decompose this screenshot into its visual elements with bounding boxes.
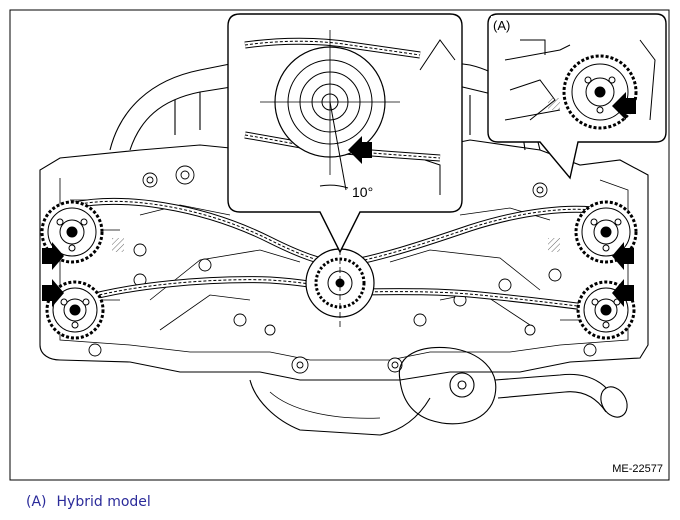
arrow-icon [42,242,64,270]
left-lower-sprocket [45,280,105,340]
water-pump [398,346,628,425]
arrow-icon [348,136,372,164]
arrow-icon [612,92,636,120]
engine-bolts [88,165,597,374]
arrow-icon [612,279,634,307]
arrow-icon [42,279,64,307]
hybrid-model-inset: (A) [487,13,667,180]
arrow-icon [612,242,634,270]
caption-key: (A) [26,494,47,510]
hatch-right [548,238,560,252]
crankshaft-sprocket [305,240,375,330]
hatch-left [112,238,124,252]
left-upper-sprocket [40,200,104,264]
figure-id: ME-22577 [612,463,663,475]
caption: (A) Hybrid model [26,494,151,510]
inset-label: (A) [493,18,510,33]
right-upper-sprocket [574,200,638,264]
crank-detail-callout: 10° [227,13,463,254]
engine-timing-diagram: 10° (A) ME-22577 [9,9,670,481]
caption-text: Hybrid model [56,494,151,510]
timing-chains [74,197,609,314]
angle-label: 10° [352,184,373,200]
